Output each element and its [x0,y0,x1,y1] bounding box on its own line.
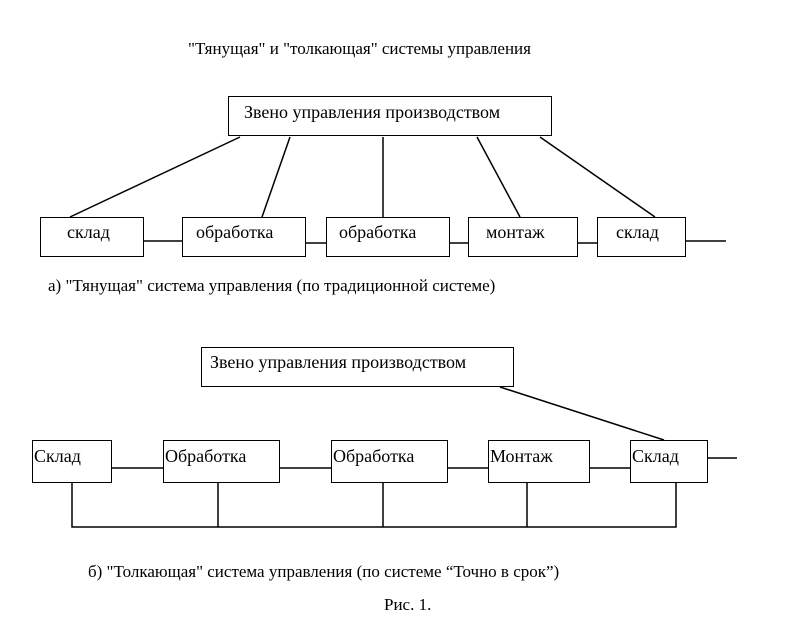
node-a-3-label: обработка [339,222,417,242]
link-a-2 [261,136,291,218]
node-a-2-label: обработка [196,222,274,242]
node-a-4: монтаж [468,217,578,257]
link-a-1 [69,136,241,218]
figure-label: Рис. 1. [384,595,432,614]
control-box-a: Звено управления производством [228,96,552,136]
node-a-1: склад [40,217,144,257]
link-a-5 [539,136,656,218]
node-b-3-label: Обработка [333,446,415,466]
node-a-3: обработка [326,217,450,257]
caption-a: а) "Тянущая" система управления (по трад… [48,276,496,295]
node-a-5-label: склад [616,222,659,242]
link-b-1 [499,386,665,441]
feedback-bus [71,483,677,528]
node-b-5-label: Склад [632,446,679,466]
node-b-1: Склад [32,440,112,483]
node-a-5: склад [597,217,686,257]
node-a-4-label: монтаж [486,222,545,242]
node-b-2-label: Обработка [165,446,247,466]
link-a-4 [476,136,521,218]
node-b-3: Обработка [331,440,448,483]
node-b-5: Склад [630,440,708,483]
control-box-b: Звено управления производством [201,347,514,387]
caption-b: б) "Толкающая" система управления (по си… [88,562,560,581]
control-label-a: Звено управления производством [244,102,501,122]
node-a-1-label: склад [67,222,110,242]
node-b-4-label: Монтаж [490,446,553,466]
node-b-2: Обработка [163,440,280,483]
node-b-4: Монтаж [488,440,590,483]
control-label-b: Звено управления производством [210,352,467,372]
node-b-1-label: Склад [34,446,81,466]
page-title: "Тянущая" и "толкающая" системы управлен… [188,39,531,58]
node-a-2: обработка [182,217,306,257]
